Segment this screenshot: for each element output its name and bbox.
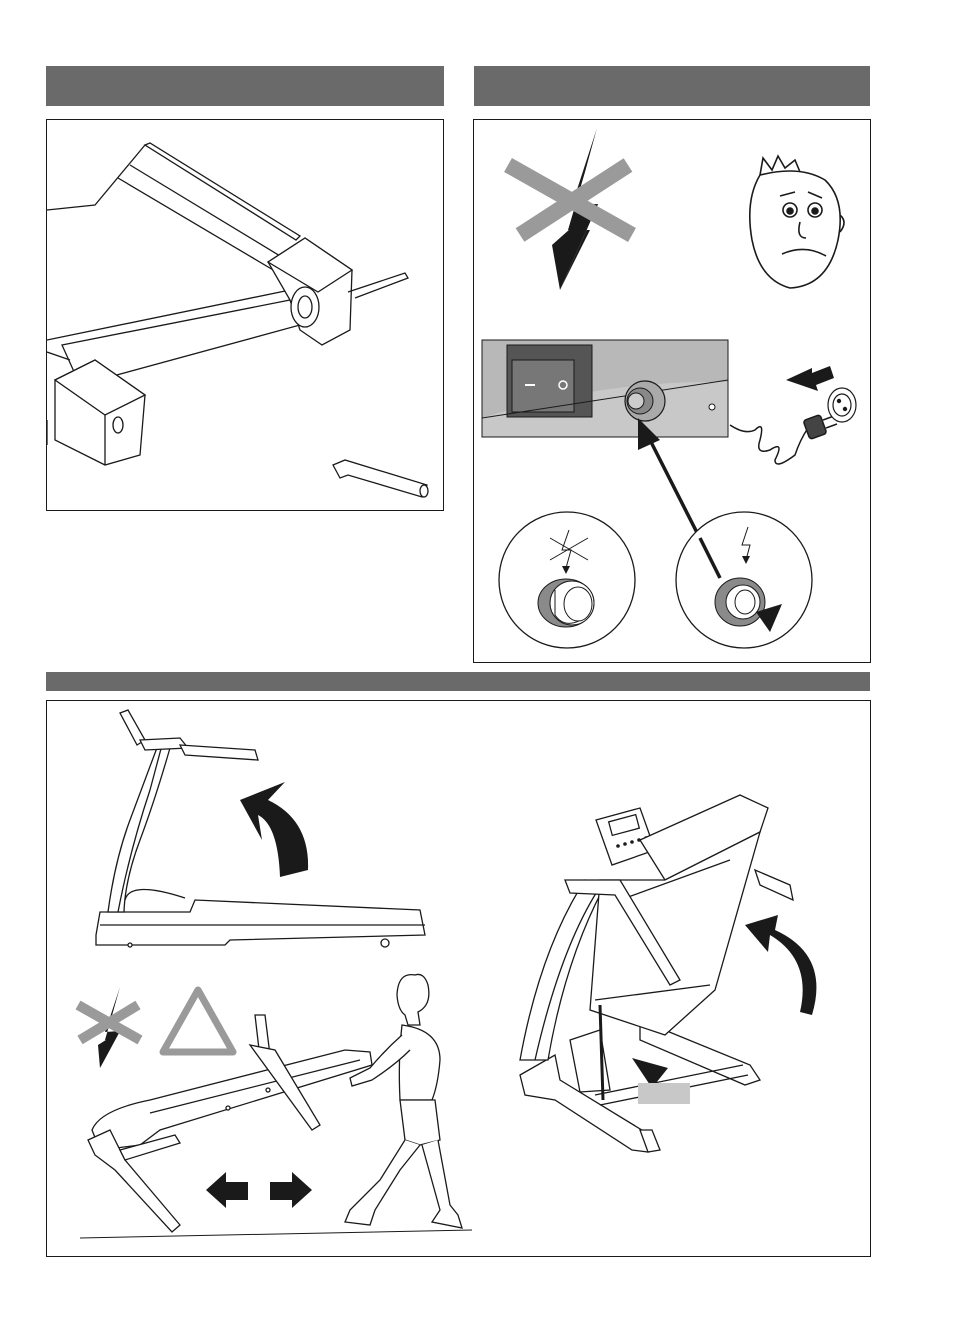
treadmill-rear-illustration bbox=[47, 143, 408, 465]
allen-key-icon bbox=[333, 460, 428, 497]
gray-label-box bbox=[638, 1083, 690, 1104]
no-electricity-icon-small bbox=[78, 987, 140, 1068]
treadmill-side-view bbox=[96, 710, 425, 947]
ground-line bbox=[80, 1230, 472, 1238]
breaker-popped-out-icon bbox=[499, 512, 635, 648]
power-cord-plug bbox=[730, 415, 837, 464]
no-electricity-icon bbox=[508, 128, 632, 290]
worried-face-icon bbox=[750, 156, 844, 288]
move-left-arrow bbox=[206, 1172, 248, 1208]
move-right-arrow bbox=[270, 1172, 312, 1208]
power-switch-panel bbox=[482, 340, 728, 437]
unplug-arrow-icon bbox=[786, 366, 834, 391]
warning-triangle-icon bbox=[163, 990, 233, 1052]
person-figure bbox=[345, 974, 462, 1228]
breaker-pressed-in-icon bbox=[676, 512, 812, 648]
wall-socket-icon bbox=[828, 388, 856, 422]
circuit-breaker-button bbox=[625, 381, 665, 421]
fold-up-arrow-icon bbox=[745, 915, 816, 1015]
lift-arrow-icon bbox=[240, 782, 308, 877]
